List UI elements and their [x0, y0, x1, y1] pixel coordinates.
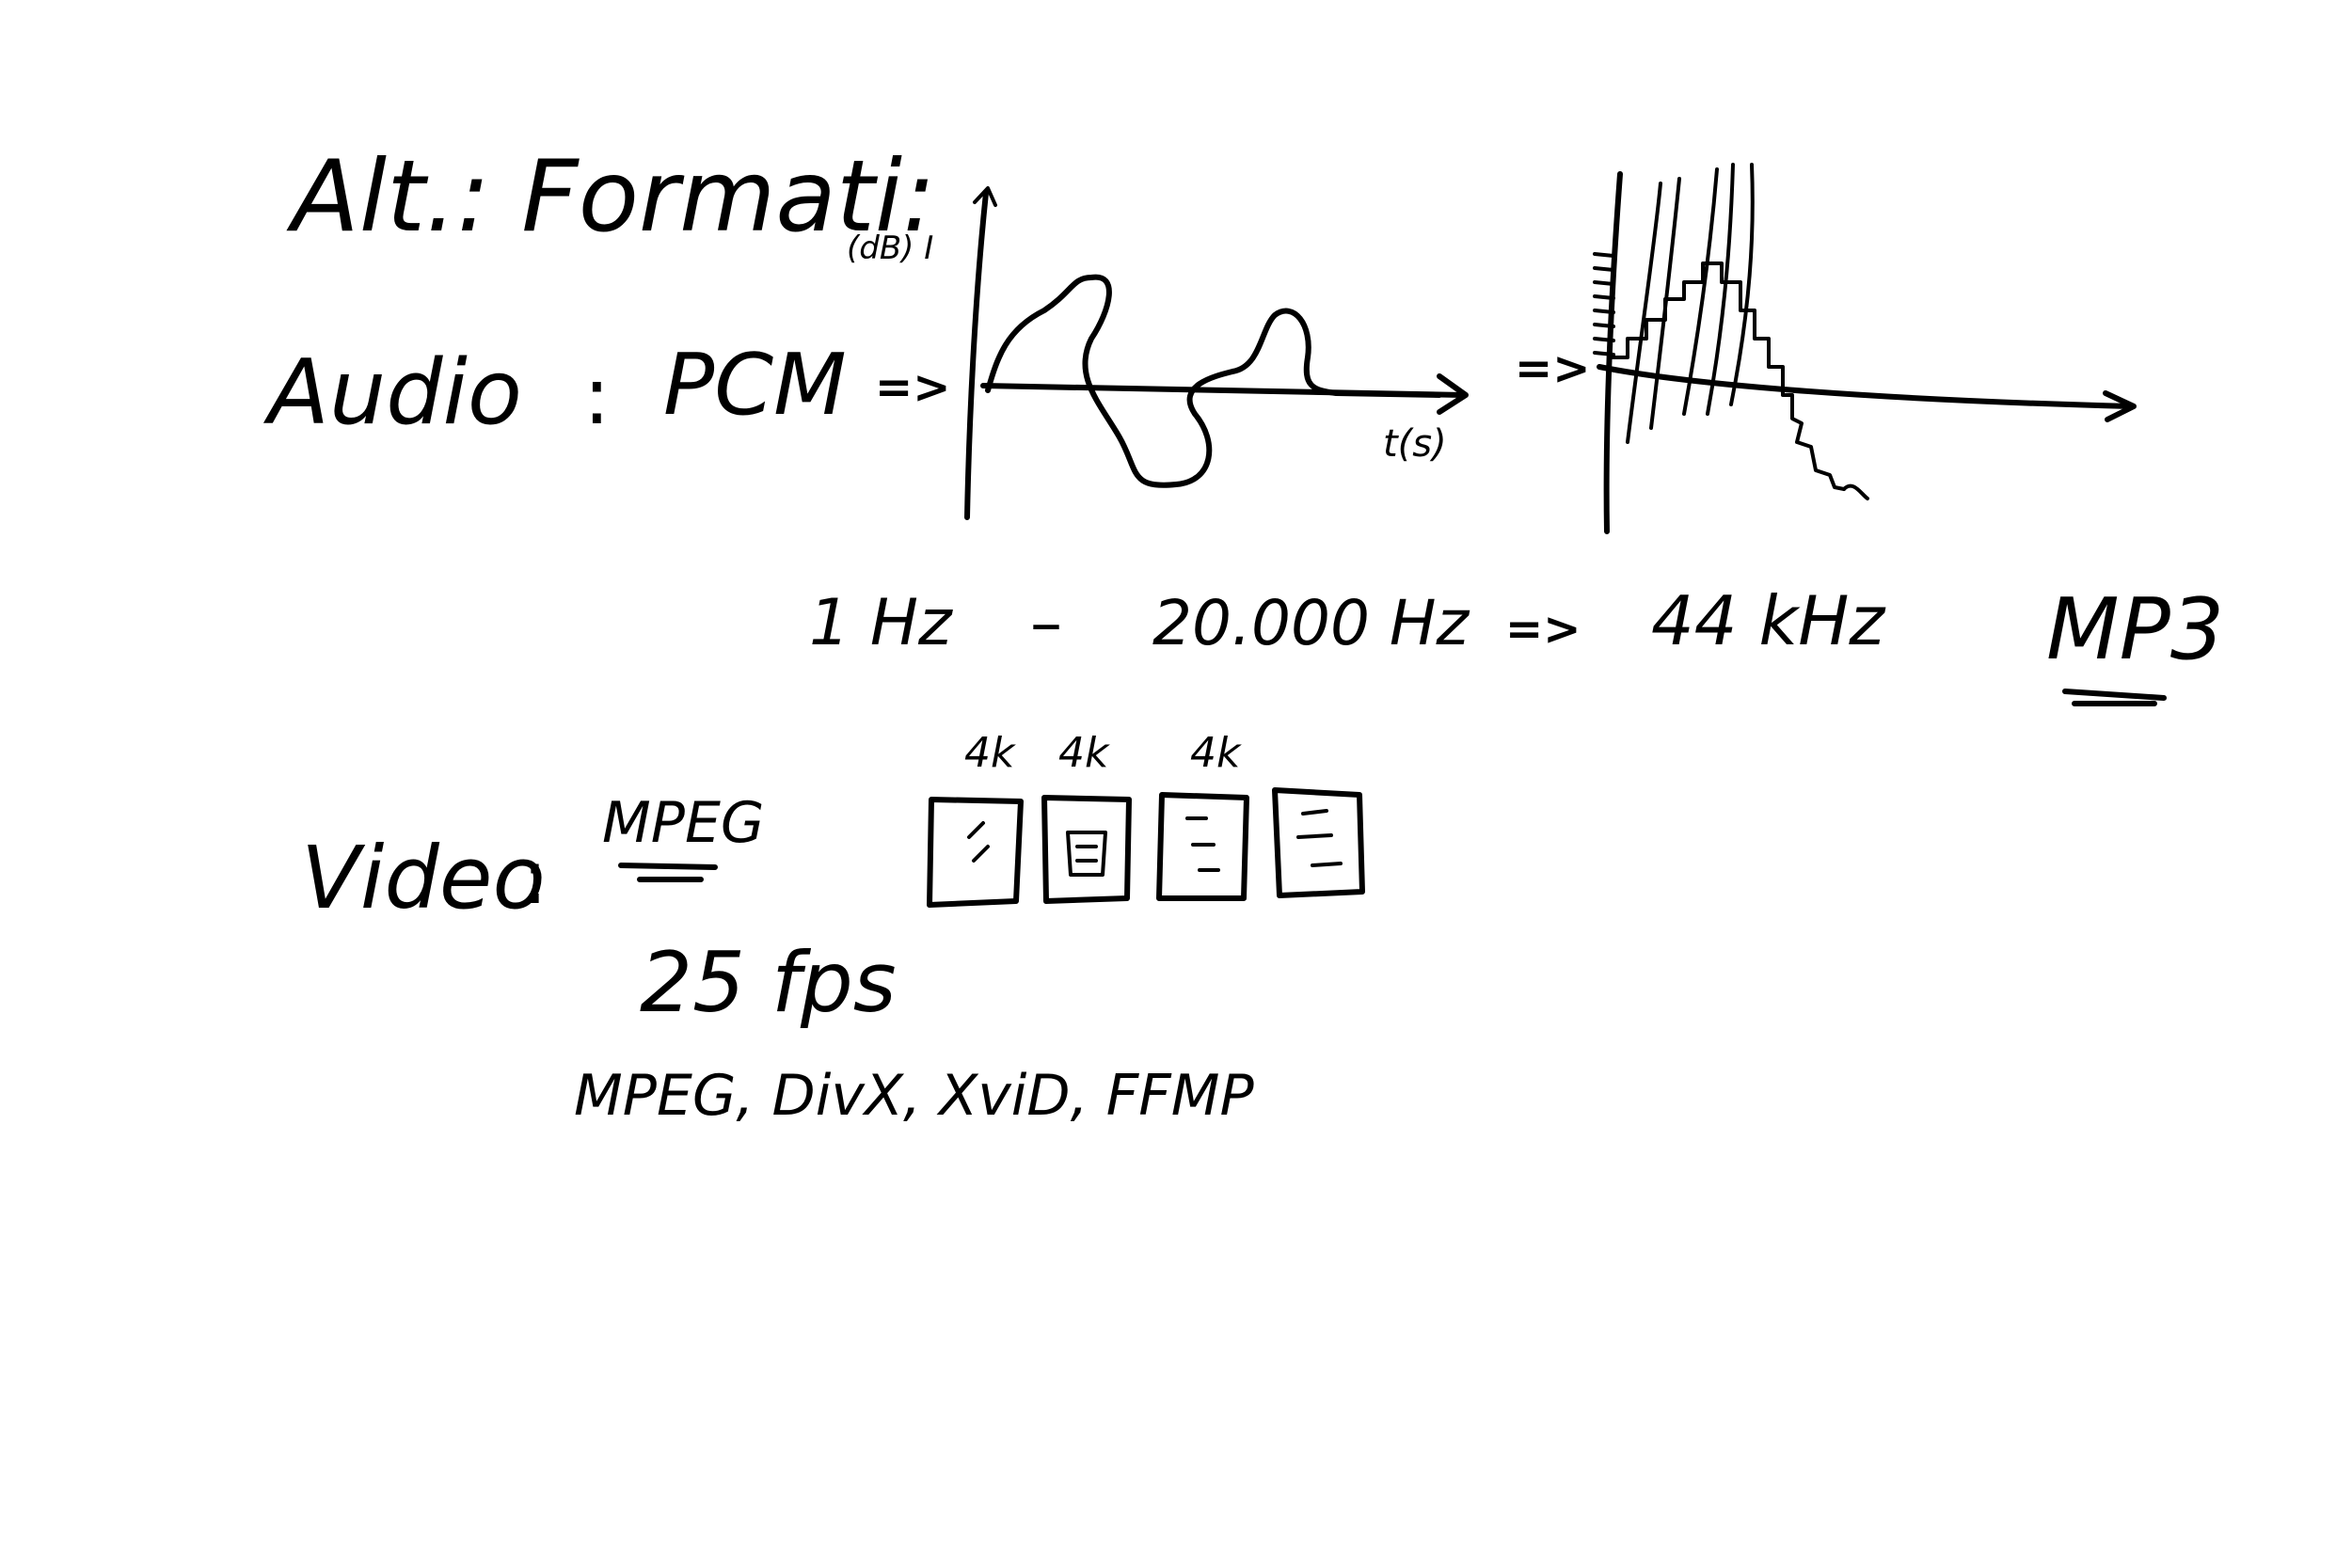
- audio-colon: :: [583, 350, 611, 443]
- audio-label: Audio: [262, 341, 522, 445]
- spectrum-tail: [1842, 483, 1869, 500]
- frame-label-1: 4k: [964, 729, 1016, 777]
- spectrum-tick-marks: [1593, 252, 1615, 356]
- frame-label-2: 4k: [1058, 729, 1110, 777]
- video-colon: :: [522, 833, 548, 921]
- video-frame: [1156, 792, 1249, 901]
- waveform-y-axis: [964, 190, 989, 520]
- spectrum-x-arrowhead: [2103, 390, 2137, 422]
- frame-label-3: 4k: [1190, 729, 1242, 777]
- spectrum-x-axis: [1597, 364, 2134, 409]
- video-frame: [927, 797, 1024, 908]
- range-high: 20.000 Hz: [1152, 587, 1470, 659]
- waveform-y-arrowhead: [973, 186, 997, 207]
- video-frame: [1272, 787, 1365, 898]
- range-dash: –: [1030, 586, 1062, 660]
- spectrum-band-line: [1729, 163, 1755, 406]
- spectrum-y-axis: [1603, 171, 1623, 534]
- spectrum-plot: [1593, 163, 2137, 534]
- range-arrow: =>: [1505, 603, 1581, 656]
- heading: Alt.: Formati:: [286, 139, 935, 254]
- range-low: 1 Hz: [809, 586, 953, 660]
- waveform-y-label: (dB) I: [847, 230, 933, 267]
- spectrum-band-line: [1649, 177, 1681, 430]
- video-label: Video: [301, 828, 546, 928]
- video-frame: [1041, 795, 1132, 904]
- spectrum-staircase: [1609, 261, 1846, 491]
- waveform-plot: (dB) I t(s): [847, 186, 1469, 520]
- mpeg-underline: [618, 863, 718, 882]
- spectrum-band-line: [1682, 167, 1719, 416]
- video-fps: 25 fps: [640, 934, 897, 1031]
- video-codecs: MPEG, DivX, XviD, FFMP: [574, 1063, 1255, 1129]
- spectrum-arrow: =>: [1515, 342, 1590, 395]
- spectrum-band-line: [1626, 182, 1662, 444]
- compressed-format: MP3: [2046, 580, 2224, 679]
- spectrum-band-line: [1706, 163, 1735, 416]
- mp3-underline: [2062, 689, 2167, 706]
- video-format: MPEG: [602, 790, 764, 856]
- audio-arrow: =>: [875, 361, 950, 414]
- audio-format: PCM: [663, 336, 847, 435]
- waveform-signal: [985, 274, 1442, 488]
- waveform-x-arrowhead: [1437, 373, 1469, 415]
- sample-rate: 44 kHz: [1651, 581, 1886, 660]
- waveform-x-label: t(s): [1383, 422, 1447, 466]
- video-frames: [927, 787, 1365, 908]
